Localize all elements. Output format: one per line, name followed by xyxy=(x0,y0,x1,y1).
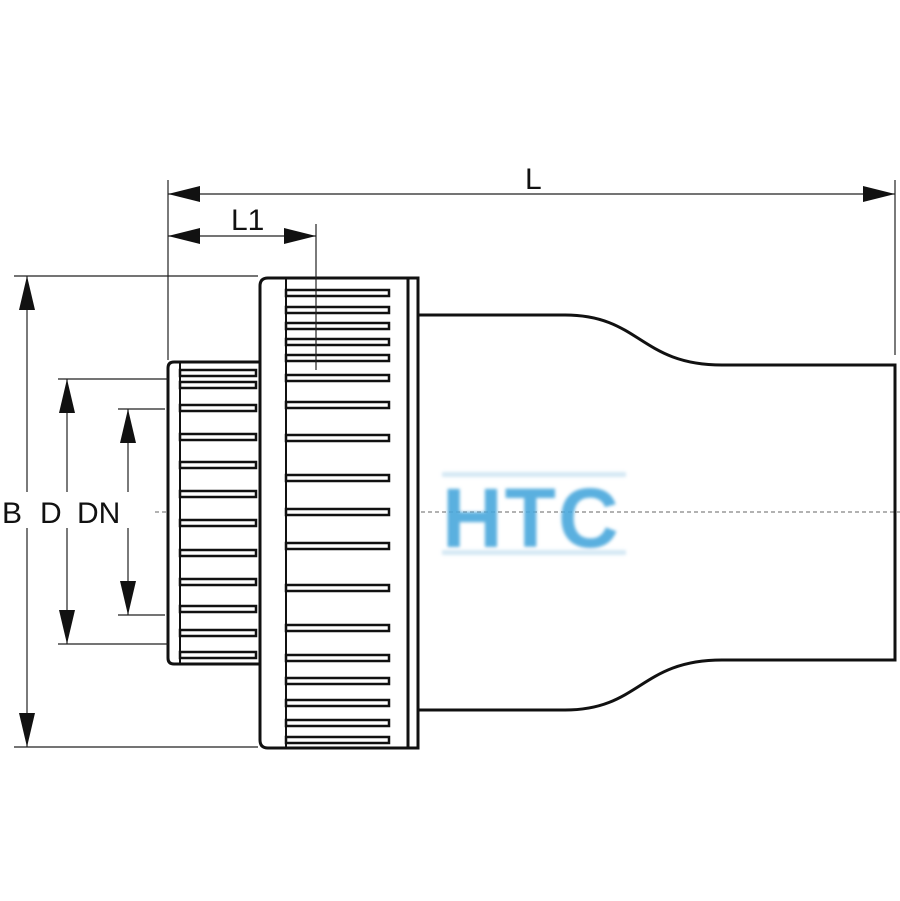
grip-rib xyxy=(178,577,258,587)
htc-logo: HTC xyxy=(442,471,626,565)
logo-text: HTC xyxy=(442,471,621,565)
grip-rib xyxy=(284,288,391,298)
grip-rib xyxy=(284,473,391,483)
grip-rib xyxy=(178,460,258,470)
grip-rib xyxy=(284,353,391,363)
grip-rib xyxy=(178,548,258,558)
grip-rib xyxy=(284,507,391,517)
union-nut xyxy=(258,276,420,750)
dimension-label-DN: DN xyxy=(77,497,120,530)
grip-rib xyxy=(284,583,391,593)
grip-rib xyxy=(284,623,391,633)
grip-rib xyxy=(284,337,391,347)
grip-rib xyxy=(284,541,391,551)
dimension-L xyxy=(167,180,896,360)
grip-rib xyxy=(178,518,258,528)
grip-rib xyxy=(178,432,258,442)
grip-rib xyxy=(178,650,258,660)
pipe-body xyxy=(418,313,897,712)
grip-rib xyxy=(178,604,258,614)
dimension-label-D: D xyxy=(40,497,62,530)
grip-rib xyxy=(284,400,391,410)
dimension-label-L: L xyxy=(525,163,542,196)
grip-rib xyxy=(178,489,258,499)
grip-rib xyxy=(284,653,391,663)
dimension-L1 xyxy=(168,224,317,370)
nut-ribs xyxy=(284,288,391,745)
grip-rib xyxy=(284,735,391,745)
socket-ribs xyxy=(178,368,258,660)
grip-rib xyxy=(284,305,391,315)
dimension-label-L1: L1 xyxy=(231,204,264,237)
socket-end xyxy=(166,360,262,666)
grip-rib xyxy=(284,373,391,383)
grip-rib xyxy=(178,403,258,413)
grip-rib xyxy=(178,380,258,390)
grip-rib xyxy=(284,433,391,443)
dimension-label-B: B xyxy=(2,497,22,530)
grip-rib xyxy=(284,676,391,686)
grip-rib xyxy=(284,718,391,728)
grip-rib xyxy=(178,368,258,378)
grip-rib xyxy=(284,321,391,331)
grip-rib xyxy=(284,698,391,708)
grip-rib xyxy=(178,628,258,638)
